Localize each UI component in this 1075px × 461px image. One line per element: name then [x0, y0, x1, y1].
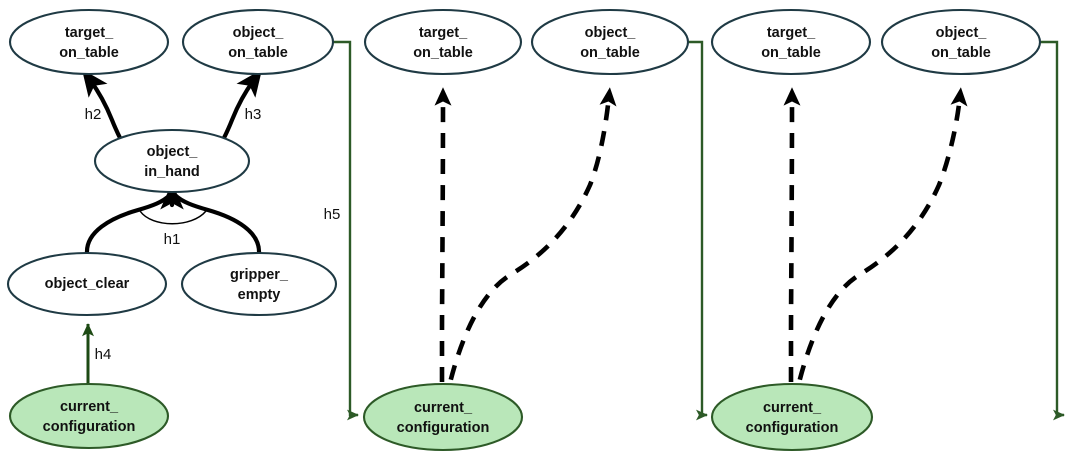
node-ellipse[interactable] [181, 8, 335, 76]
node-g2-object-on-table[interactable]: object_ on_table [530, 8, 690, 76]
group-1-nodes: target_ on_table object_ on_table object… [6, 8, 338, 450]
node-ellipse[interactable] [880, 8, 1042, 76]
node-g2-current-configuration[interactable]: current_ configuration [362, 382, 524, 452]
node-label-line1: gripper_ [230, 267, 289, 283]
node-ellipse[interactable] [710, 382, 874, 452]
node-ellipse[interactable] [8, 8, 170, 76]
edge-label-h5: h5 [324, 206, 341, 223]
node-g2-target-on-table[interactable]: target_ on_table [363, 8, 523, 76]
edge-labels: h2 h3 h1 h4 h5 [85, 106, 341, 363]
edge-label-h2: h2 [85, 106, 102, 123]
edge-label-h4: h4 [95, 346, 112, 363]
node-ellipse[interactable] [93, 128, 251, 194]
group-2-nodes: target_ on_table object_ on_table curren… [362, 8, 690, 452]
node-ellipse[interactable] [530, 8, 690, 76]
node-g1-gripper-empty[interactable]: gripper_ empty [180, 251, 338, 317]
node-label-line2: configuration [746, 420, 839, 436]
node-g1-object-in-hand[interactable]: object_ in_hand [93, 128, 251, 194]
node-label-line2: on_table [228, 45, 288, 61]
hyperedge-h1-arc [139, 210, 207, 225]
node-ellipse[interactable] [6, 251, 168, 317]
node-label-line2: on_table [761, 45, 821, 61]
node-label-line1: target_ [419, 25, 468, 41]
node-ellipse[interactable] [362, 382, 524, 452]
node-g1-object-clear[interactable]: object_clear [6, 251, 168, 317]
group-2-edges [434, 87, 617, 408]
node-ellipse[interactable] [180, 251, 338, 317]
node-label-line1: object_clear [45, 276, 130, 292]
node-ellipse[interactable] [363, 8, 523, 76]
node-label-line2: empty [238, 287, 281, 303]
node-label-line1: object_ [585, 25, 637, 41]
node-g3-current-configuration[interactable]: current_ configuration [710, 382, 874, 452]
node-label-line1: target_ [767, 25, 816, 41]
edge-label-h1: h1 [164, 231, 181, 248]
node-label-line2: on_table [580, 45, 640, 61]
node-label-line2: on_table [931, 45, 991, 61]
edge-label-h3: h3 [245, 106, 262, 123]
node-label-line1: object_ [936, 25, 988, 41]
node-label-line1: current_ [763, 400, 822, 416]
node-label-line2: on_table [59, 45, 119, 61]
node-label-line1: object_ [233, 25, 285, 41]
dashed-edge-to-target-g3 [783, 87, 801, 408]
node-g1-object-on-table[interactable]: object_ on_table [181, 8, 335, 76]
dashed-edge-to-target-g2 [434, 87, 452, 408]
hyperedge-h1-leg-right [172, 192, 262, 256]
node-label-line2: in_hand [144, 164, 200, 180]
node-label-line2: configuration [43, 419, 136, 435]
node-ellipse[interactable] [8, 382, 170, 450]
node-g1-target-on-table[interactable]: target_ on_table [8, 8, 170, 76]
node-g3-object-on-table[interactable]: object_ on_table [880, 8, 1042, 76]
node-label-line2: configuration [397, 420, 490, 436]
hyperedge-h1-leg-left [84, 192, 173, 256]
node-g3-target-on-table[interactable]: target_ on_table [710, 8, 872, 76]
node-ellipse[interactable] [710, 8, 872, 76]
node-label-line2: on_table [413, 45, 473, 61]
node-label-line1: target_ [65, 25, 114, 41]
dashed-edge-to-object-g2 [442, 87, 617, 406]
connector-2-path [688, 40, 708, 421]
connector-h5-path [333, 40, 359, 421]
node-label-line1: current_ [60, 399, 119, 415]
connector-3-path [1040, 40, 1065, 421]
connector-group [333, 40, 1065, 421]
node-g1-current-configuration[interactable]: current_ configuration [8, 382, 170, 450]
dashed-edge-to-object-g3 [791, 87, 968, 406]
group-3-nodes: target_ on_table object_ on_table curren… [710, 8, 1042, 452]
node-label-line1: object_ [147, 144, 199, 160]
group-3-edges [783, 87, 968, 408]
node-label-line1: current_ [414, 400, 473, 416]
